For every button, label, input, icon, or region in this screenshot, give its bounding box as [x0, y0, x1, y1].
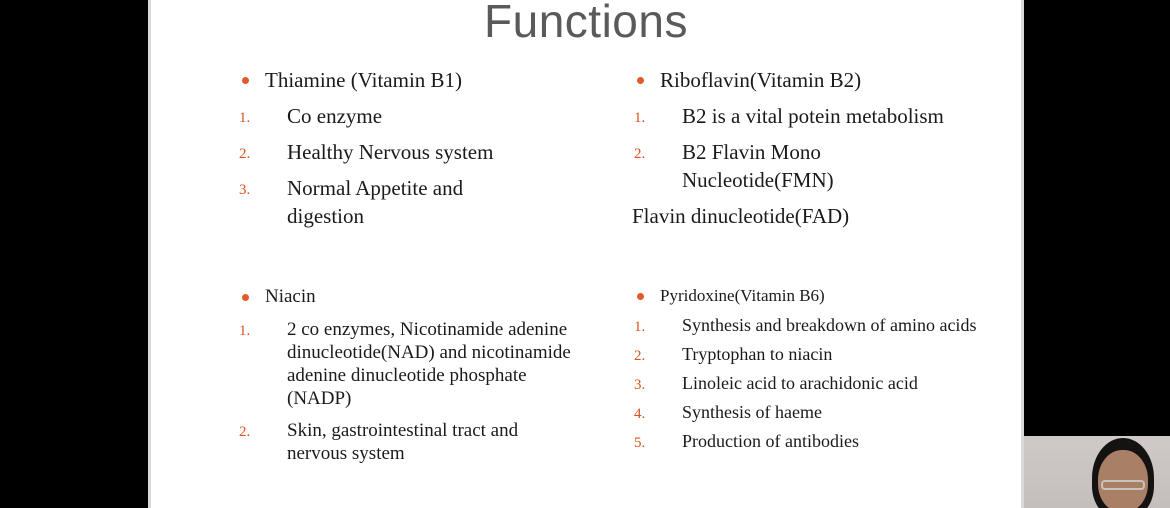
item-text: Linoleic acid to arachidonic acid — [682, 373, 918, 393]
list-item: 4. Synthesis of haeme — [632, 401, 1012, 423]
section-heading: Riboflavin(Vitamin B2) — [632, 66, 1012, 94]
bullet-icon — [637, 77, 644, 84]
item-text: Synthesis and breakdown of amino acids — [682, 315, 977, 335]
item-number: 1. — [239, 323, 251, 339]
item-text: 2 co enzymes, Nicotinamide adenine dinuc… — [287, 319, 571, 409]
item-text: Normal Appetite and digestion — [287, 176, 464, 228]
presenter-face — [1098, 450, 1148, 508]
niacin-section: Niacin 1. 2 co enzymes, Nicotinamide ade… — [237, 285, 577, 474]
section-heading: Pyridoxine(Vitamin B6) — [632, 285, 1012, 307]
item-number: 1. — [634, 319, 646, 335]
list-item: 1. 2 co enzymes, Nicotinamide adenine di… — [237, 318, 577, 410]
item-number: 2. — [634, 146, 646, 162]
bullet-icon — [637, 293, 644, 300]
list-item: 2. B2 Flavin Mono Nucleotide(FMN) — [632, 138, 902, 194]
item-number: 4. — [634, 406, 646, 422]
list-item: 1. B2 is a vital potein metabolism — [632, 102, 1012, 130]
item-number: 5. — [634, 435, 646, 451]
heading-text: Thiamine (Vitamin B1) — [265, 68, 463, 92]
slide-title: Functions — [484, 0, 688, 47]
item-number: 2. — [239, 424, 251, 440]
item-number: 3. — [239, 182, 251, 198]
item-text: B2 is a vital potein metabolism — [682, 104, 944, 128]
item-number: 1. — [634, 110, 646, 126]
list-item: 2. Skin, gastrointestinal tract and nerv… — [237, 419, 577, 465]
extra-line: Flavin dinucleotide(FAD) — [632, 204, 850, 228]
list-item: 5. Production of antibodies — [632, 430, 1012, 452]
item-number: 2. — [634, 348, 646, 364]
webcam-overlay — [1024, 436, 1170, 508]
item-text: Skin, gastrointestinal tract and nervous… — [287, 420, 519, 464]
slide: Functions Thiamine (Vitamin B1) 1. Co en… — [148, 0, 1024, 508]
riboflavin-section: Riboflavin(Vitamin B2) 1. B2 is a vital … — [632, 66, 1012, 230]
heading-text: Niacin — [265, 286, 316, 307]
item-number: 1. — [239, 110, 251, 126]
item-number: 3. — [634, 377, 646, 393]
heading-text: Riboflavin(Vitamin B2) — [660, 68, 862, 92]
list-item: 3. Linoleic acid to arachidonic acid — [632, 372, 1012, 394]
bullet-icon — [242, 293, 249, 301]
list-item: 2. Healthy Nervous system — [237, 138, 567, 166]
item-text: Production of antibodies — [682, 431, 859, 451]
item-text: Co enzyme — [287, 104, 383, 128]
thiamine-section: Thiamine (Vitamin B1) 1. Co enzyme 2. He… — [237, 66, 567, 238]
section-heading: Niacin — [237, 285, 577, 308]
list-item: 1. Synthesis and breakdown of amino acid… — [632, 314, 992, 336]
item-text: B2 Flavin Mono Nucleotide(FMN) — [682, 140, 834, 192]
bullet-icon — [242, 77, 249, 84]
glasses-icon — [1101, 480, 1145, 490]
item-text: Tryptophan to niacin — [682, 344, 833, 364]
list-item: 2. Tryptophan to niacin — [632, 343, 1012, 365]
pyridoxine-section: Pyridoxine(Vitamin B6) 1. Synthesis and … — [632, 285, 1012, 459]
item-number: 2. — [239, 146, 251, 162]
section-heading: Thiamine (Vitamin B1) — [237, 66, 567, 94]
item-text: Synthesis of haeme — [682, 402, 822, 422]
list-item: 3. Normal Appetite and digestion — [237, 174, 517, 230]
heading-text: Pyridoxine(Vitamin B6) — [660, 286, 825, 305]
list-item: 1. Co enzyme — [237, 102, 567, 130]
item-text: Healthy Nervous system — [287, 140, 494, 164]
